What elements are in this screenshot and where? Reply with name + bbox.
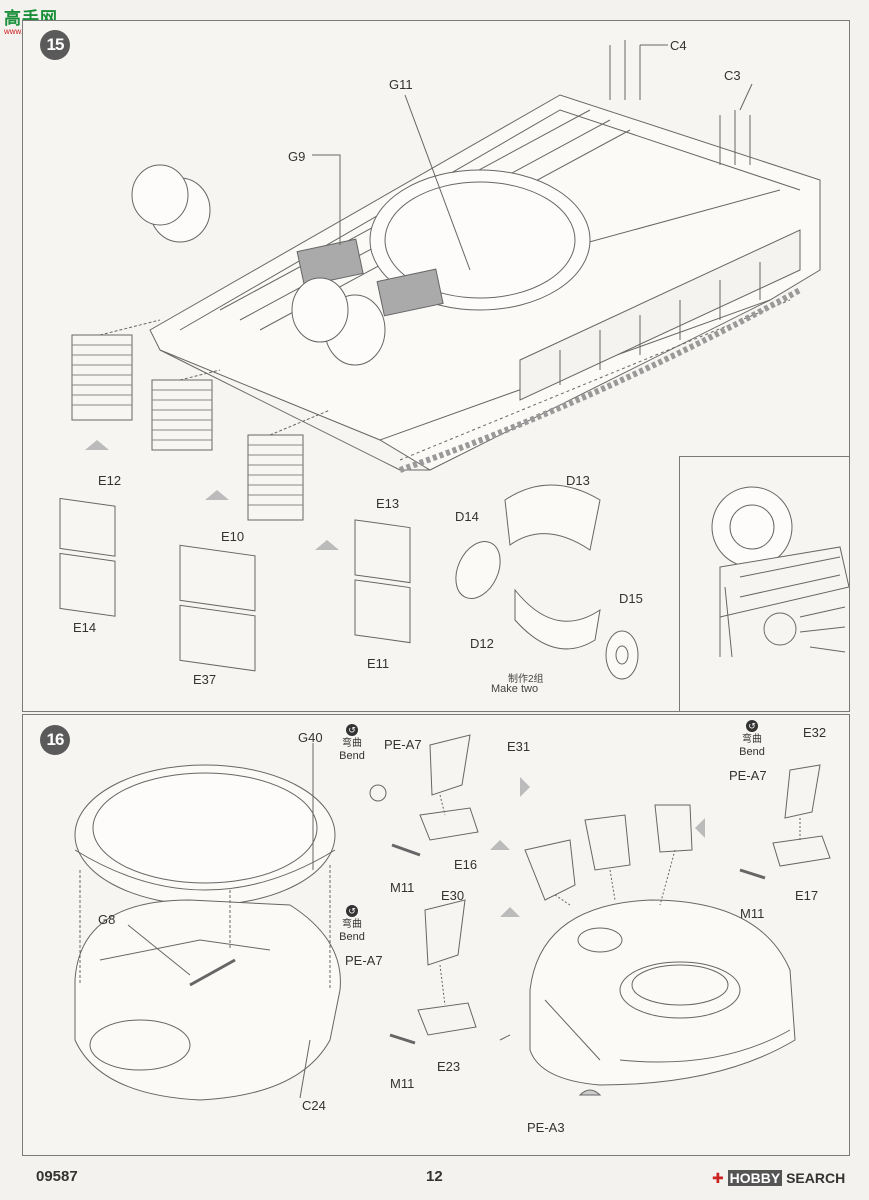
label-pe-a7-1: PE-A7 (384, 737, 422, 752)
bend-note-2: ↺ 弯曲 Bend (332, 905, 372, 944)
label-e17: E17 (795, 888, 819, 903)
brand-right: SEARCH (786, 1170, 846, 1186)
label-g8: G8 (98, 912, 116, 927)
footer-code: 09587 (36, 1168, 78, 1185)
footer-page: 12 (426, 1168, 443, 1185)
label-c3: C3 (724, 68, 741, 83)
label-c24: C24 (302, 1098, 326, 1113)
label-m11-3: M11 (740, 906, 765, 921)
label-e32: E32 (803, 725, 827, 740)
label-d14: D14 (455, 509, 479, 524)
label-d13: D13 (566, 473, 590, 488)
label-e11: E11 (367, 656, 390, 671)
bend-note-3-cn: 弯曲 (742, 734, 762, 745)
step15-detail-inset (679, 456, 850, 712)
label-d12: D12 (470, 636, 494, 651)
label-pe-a7-2: PE-A7 (345, 953, 383, 968)
note-make-two-en: Make two (491, 683, 539, 695)
note-make-two-cn: 制作2组 (508, 674, 544, 685)
inset-drawing (711, 486, 849, 658)
label-m11-1: M11 (390, 880, 415, 895)
bend-icon: ↺ (746, 720, 758, 732)
label-e13: E13 (376, 496, 400, 511)
step16-number: 16 (40, 725, 70, 755)
label-c4: C4 (670, 38, 687, 53)
bend-icon: ↺ (346, 724, 358, 736)
label-g40: G40 (298, 730, 323, 745)
step16-panel (22, 714, 850, 1156)
label-m11-2: M11 (390, 1076, 415, 1091)
footer-logo: ✚ HOBBY SEARCH (712, 1170, 845, 1187)
label-pe-a3: PE-A3 (527, 1120, 565, 1135)
label-e10: E10 (221, 529, 245, 544)
label-d15: D15 (619, 591, 643, 606)
bend-icon: ↺ (346, 905, 358, 917)
label-pe-a7-3: PE-A7 (729, 768, 767, 783)
brand-left: HOBBY (727, 1170, 783, 1186)
label-e12: E12 (98, 473, 122, 488)
label-e37: E37 (193, 672, 217, 687)
label-e14: E14 (73, 620, 97, 635)
bend-note-3: ↺ 弯曲 Bend (732, 720, 772, 759)
label-g11: G11 (389, 77, 413, 92)
bend-note-3-en: Bend (739, 746, 765, 758)
bend-note-2-en: Bend (339, 931, 365, 943)
label-e16: E16 (454, 857, 478, 872)
step15-number: 15 (40, 30, 70, 60)
label-e31: E31 (507, 739, 531, 754)
bend-note-1: ↺ 弯曲 Bend (332, 724, 372, 763)
bend-note-1-cn: 弯曲 (342, 738, 362, 749)
bend-note-2-cn: 弯曲 (342, 919, 362, 930)
hobbysearch-icon: ✚ (712, 1170, 724, 1186)
bend-note-1-en: Bend (339, 750, 365, 762)
label-e23: E23 (437, 1059, 461, 1074)
label-g9: G9 (288, 149, 306, 164)
label-e30: E30 (441, 888, 465, 903)
